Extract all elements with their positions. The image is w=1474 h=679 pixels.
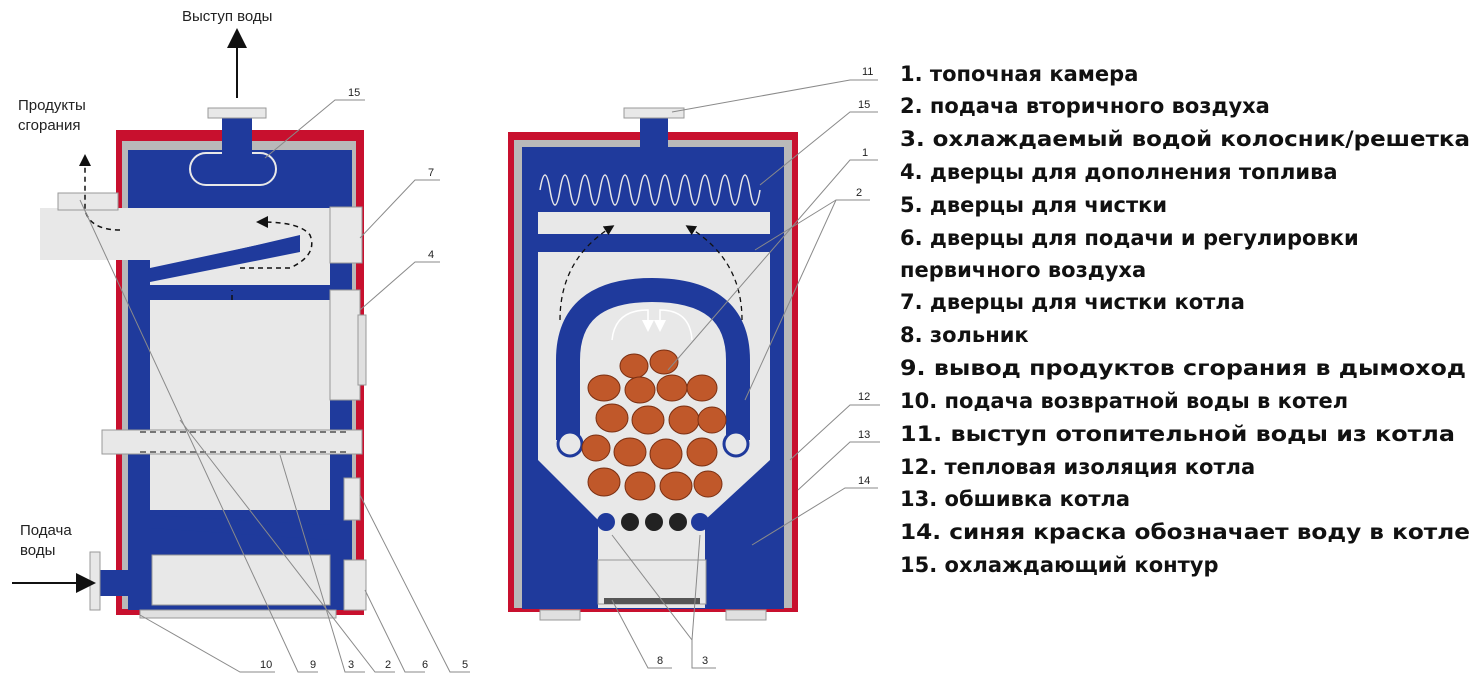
callout-15-left: 15 [348, 87, 360, 99]
leader-2-left [179, 419, 395, 673]
legend-item-4: 4. дверцы для дополнения топлива [900, 160, 1338, 184]
leader-9 [79, 199, 318, 673]
lower-water-wedge [150, 515, 330, 540]
fuel-door-4-hinge [357, 314, 367, 386]
callout-2-left: 2 [385, 659, 391, 671]
tube-end-left [556, 430, 584, 458]
legend-item-6b: первичного воздуха [900, 258, 1146, 282]
grate-row-front [597, 513, 709, 531]
leader-11 [671, 79, 878, 113]
upper-baffle-front [538, 212, 770, 234]
legend-item-2: 2. подача вторичного воздуха [900, 94, 1270, 118]
combustion-chamber-side [150, 300, 330, 400]
baffle-wedge-fill [150, 236, 300, 282]
ash-pan-base [604, 598, 700, 604]
legend-item-8: 8. зольник [900, 323, 1029, 347]
combustion-chamber-side-lower [150, 400, 330, 510]
front-outlet-flange [623, 107, 685, 119]
callout-15-right: 15 [858, 99, 870, 111]
leader-3a [611, 534, 693, 641]
legend-item-11: 11. выступ отопительной воды из котла [900, 422, 1455, 446]
callout-12: 12 [858, 391, 870, 403]
callout-1: 1 [862, 147, 868, 159]
combustion-products-label-2: сгорания [18, 117, 80, 134]
ash-pan-side [151, 554, 331, 606]
legend: 1. топочная камера 2. подача вторичного … [900, 62, 1470, 577]
foot-left-front [539, 609, 581, 621]
legend-item-1: 1. топочная камера [900, 62, 1138, 86]
fuel-door-4 [329, 289, 361, 401]
callout-9: 9 [310, 659, 316, 671]
callout-11: 11 [862, 66, 873, 78]
legend-item-12: 12. тепловая изоляция котла [900, 455, 1255, 479]
leader-3-left [279, 454, 365, 673]
leader-13 [797, 441, 880, 491]
cleaning-door-7 [329, 206, 363, 264]
legend-item-15: 15. охлаждающий контур [900, 553, 1219, 577]
fuel-pile [581, 349, 727, 501]
callout-14: 14 [858, 475, 870, 487]
callout-2: 2 [856, 187, 862, 199]
water-in-label-2: воды [20, 542, 55, 559]
water-outlet-flange [207, 107, 267, 119]
leader-5 [359, 494, 470, 673]
leader-14 [751, 487, 878, 546]
leader-3b [691, 534, 716, 669]
leader-15-left [264, 99, 365, 159]
callout-10: 10 [260, 659, 272, 671]
water-out-label: Выступ воды [182, 8, 272, 25]
callout-4-left: 4 [428, 249, 434, 261]
cleaning-door-5 [343, 477, 361, 521]
combustion-products-label-1: Продукты [18, 97, 86, 114]
legend-item-7: 7. дверцы для чистки котла [900, 290, 1245, 314]
air-arrow-left-top [559, 225, 615, 321]
callout-8: 8 [657, 655, 663, 667]
leader-2b [744, 199, 870, 401]
legend-item-5: 5. дверцы для чистки [900, 193, 1167, 217]
leader-12 [789, 404, 880, 461]
air-arrow-inner-left [611, 309, 654, 341]
legend-item-3: 3. охлаждаемый водой колосник/решетка [900, 127, 1470, 151]
u-water-tube [556, 277, 750, 440]
legend-item-6a: 6. дверцы для подачи и регулировки [900, 226, 1359, 250]
leader-1 [667, 159, 878, 371]
side-section-view: Выступ воды Продукты сгорания Подача вод… [12, 8, 470, 673]
callout-13: 13 [858, 429, 870, 441]
cooling-contour-front [539, 174, 761, 206]
leader-8 [611, 599, 672, 669]
front-outlet-pipe [640, 116, 668, 150]
legend-item-10: 10. подача возвратной воды в котел [900, 389, 1348, 413]
callout-3-right: 3 [702, 655, 708, 667]
front-section-view: 11 15 1 2 12 13 14 8 3 [508, 66, 880, 669]
air-door-6 [343, 559, 367, 611]
air-arrow-right-top [685, 225, 743, 321]
legend-item-13: 13. обшивка котла [900, 487, 1130, 511]
base-plate-side [139, 609, 337, 619]
leader-6 [364, 589, 425, 673]
water-inlet-pipe [96, 570, 136, 596]
water-inlet-flange [89, 551, 101, 611]
callout-6: 6 [422, 659, 428, 671]
foot-right-front [725, 609, 767, 621]
callout-7-left: 7 [428, 167, 434, 179]
tube-end-right [722, 430, 750, 458]
flue-outlet [57, 192, 119, 211]
callout-3-left: 3 [348, 659, 354, 671]
leader-15-right [759, 111, 878, 186]
leader-2a [754, 199, 837, 251]
leader-10 [139, 614, 275, 673]
leader-7-left [359, 179, 440, 239]
callout-5: 5 [462, 659, 468, 671]
air-arrow-inner-right [654, 309, 693, 341]
legend-item-14: 14. синяя краска обозначает воду в котле [900, 520, 1470, 544]
grate-tube-side [101, 429, 363, 455]
ash-pan-front [597, 559, 707, 605]
legend-item-9: 9. вывод продуктов сгорания в дымоход [900, 356, 1466, 380]
water-in-label-1: Подача [20, 522, 72, 539]
leader-4-left [359, 261, 440, 311]
